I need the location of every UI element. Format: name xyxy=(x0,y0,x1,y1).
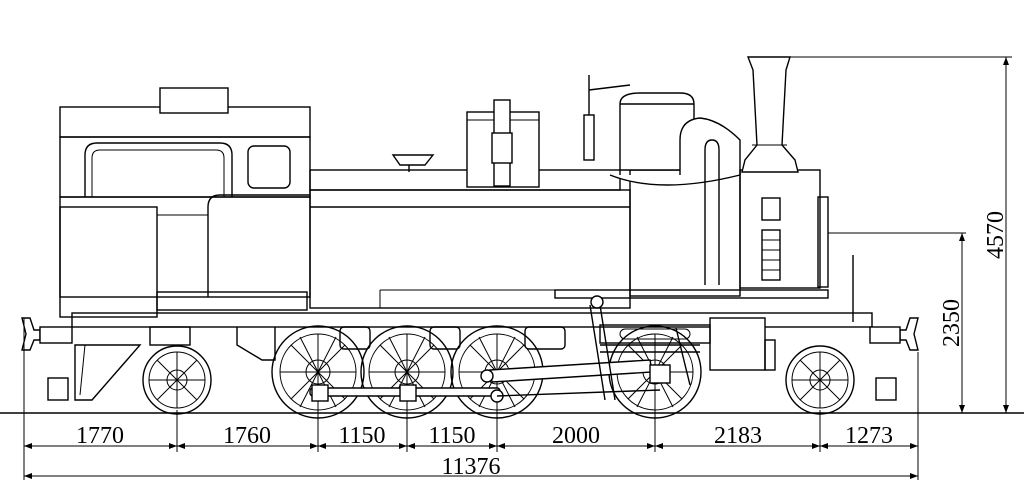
leading-wheel xyxy=(785,345,855,415)
dim-segment-7: 1273 xyxy=(845,423,893,449)
air-pump-lower xyxy=(761,229,781,281)
dim-segment-3: 1150 xyxy=(338,423,385,449)
horizontal-dimensions: 1770 1760 1150 1150 2000 2183 1273 11376 xyxy=(23,318,919,480)
dim-segment-4: 1150 xyxy=(428,423,475,449)
bell xyxy=(391,154,435,166)
driving-wheel-2 xyxy=(360,325,454,419)
rear-buffer xyxy=(21,317,73,401)
dim-segment-2: 1760 xyxy=(223,423,271,449)
driving-wheel-1 xyxy=(271,325,365,419)
chimney xyxy=(741,56,799,173)
front-buffer xyxy=(869,317,919,401)
valve-gear xyxy=(309,295,700,403)
air-pump-upper xyxy=(761,197,781,221)
dim-platform-height: 2350 xyxy=(939,299,965,347)
dim-segment-5: 2000 xyxy=(552,423,600,449)
cab-window xyxy=(247,145,291,189)
boiler-and-tanks xyxy=(309,56,854,322)
dim-overall-length: 11376 xyxy=(441,454,500,480)
cab-roof-vent xyxy=(159,87,229,114)
steam-dome xyxy=(619,92,695,171)
dim-segment-6: 2183 xyxy=(714,423,762,449)
cylinder xyxy=(709,317,766,371)
trailing-wheel xyxy=(142,345,212,415)
dim-overall-height: 4570 xyxy=(983,211,1009,259)
crank-pin-2 xyxy=(399,384,417,402)
dim-segment-1: 1770 xyxy=(76,423,124,449)
cab xyxy=(59,87,311,318)
running-board xyxy=(554,289,829,299)
crank-pin-1 xyxy=(311,384,329,402)
vertical-dimensions: 4570 2350 xyxy=(790,56,1012,413)
main-rod xyxy=(489,359,653,383)
safety-valve xyxy=(583,114,595,161)
